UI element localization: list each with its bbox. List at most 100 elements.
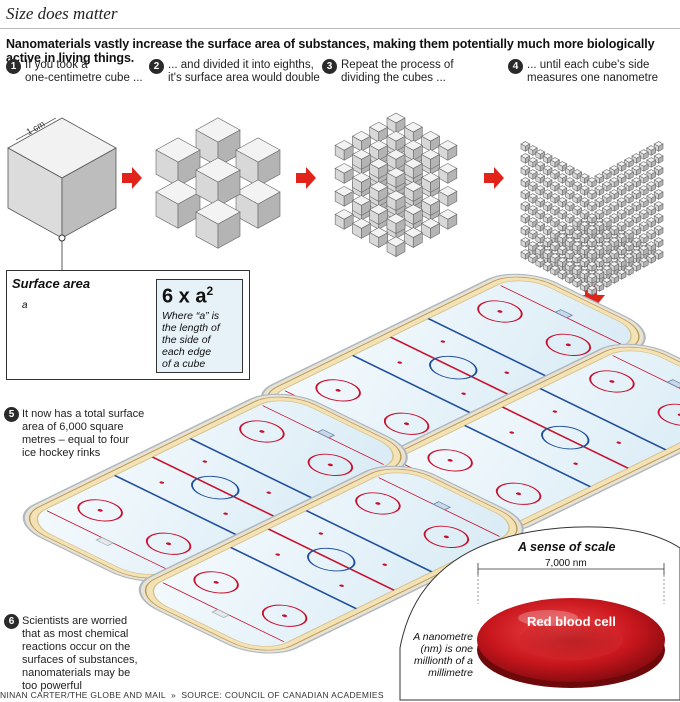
nano-cube — [623, 229, 635, 240]
nano-cube — [542, 153, 553, 164]
nano-cube — [601, 217, 612, 228]
nano-cube — [586, 249, 598, 260]
nano-cube — [638, 245, 649, 256]
nano-cube — [623, 157, 635, 168]
nano-cube — [594, 173, 605, 184]
nm-line-4: millimetre — [428, 667, 473, 679]
nano-cube — [549, 157, 561, 168]
step-4-number: 4 — [508, 59, 523, 74]
nano-cube — [601, 205, 612, 216]
nano-cube — [549, 181, 561, 192]
step-6-line-5: nanomaterials may be — [22, 667, 131, 679]
nano-cube — [549, 205, 561, 216]
nano-cube — [549, 193, 561, 204]
nano-cube — [638, 161, 649, 172]
nano-cube — [638, 197, 649, 208]
nano-cube — [572, 229, 583, 240]
nano-cube — [579, 281, 590, 292]
nano-cube — [653, 201, 664, 212]
nano-cube — [572, 193, 583, 204]
small-cube — [438, 163, 458, 184]
nano-cube — [646, 181, 657, 192]
nano-cube — [572, 205, 583, 216]
nano-cube — [594, 257, 605, 268]
nano-cube — [527, 145, 538, 156]
small-cube — [351, 172, 372, 193]
nano-cube — [616, 221, 627, 232]
nano-cube — [623, 241, 635, 252]
nano-cube — [586, 273, 598, 284]
nano-cube — [549, 169, 561, 180]
arrow-2 — [296, 167, 316, 189]
nano-cube — [549, 241, 561, 252]
nano-cubes — [520, 141, 664, 296]
eighth-cube — [235, 179, 281, 229]
intro-text: Nanomaterials vastly increase the surfac… — [6, 37, 655, 65]
nano-cube — [572, 169, 583, 180]
arrow-3 — [484, 167, 504, 189]
small-cube — [386, 236, 406, 258]
nano-cube — [586, 237, 598, 248]
eighth-cube — [195, 199, 241, 249]
nano-cube — [572, 241, 583, 252]
small-cube — [386, 130, 406, 152]
nano-cube — [535, 149, 546, 160]
step-6-line-2: that as most chemical — [22, 628, 129, 640]
formula-desc-line-3: the side of — [162, 334, 211, 346]
nano-cube — [631, 225, 642, 236]
page-title: Size does matter — [6, 4, 118, 23]
nano-cube — [527, 241, 538, 252]
nano-cube — [520, 189, 531, 200]
step-3-line-2: dividing the cubes ... — [341, 72, 446, 84]
small-cube — [369, 181, 389, 202]
nano-cube — [527, 181, 538, 192]
step-5-line-1: It now has a total surface — [22, 408, 145, 420]
rink-left — [22, 393, 408, 582]
credit: NINAN CARTER/THE GLOBE AND MAIL — [0, 690, 166, 700]
small-cube — [334, 163, 354, 184]
nano-cube — [586, 261, 598, 272]
small-cube — [420, 195, 441, 216]
nano-cube — [564, 201, 575, 212]
nano-cube — [542, 249, 553, 260]
eighth-cube — [155, 179, 201, 229]
small-cube — [334, 140, 354, 161]
nano-cube — [557, 173, 568, 184]
arrow-1 — [122, 167, 142, 189]
step-6-number: 6 — [4, 614, 19, 629]
arrow-down — [577, 283, 605, 312]
step-3-number: 3 — [322, 59, 337, 74]
formula-desc-line-5: of a cube — [162, 358, 206, 370]
step-5-line-4: ice hockey rinks — [22, 447, 101, 459]
nano-cube — [520, 141, 531, 152]
nano-cube — [601, 181, 612, 192]
nano-cube — [616, 257, 627, 268]
eighth-cube — [195, 157, 241, 207]
nano-cube — [579, 257, 590, 268]
nano-cube — [557, 245, 568, 256]
nano-cube — [631, 153, 642, 164]
nano-cube — [653, 177, 664, 188]
nano-cube — [653, 249, 664, 260]
small-cube — [420, 218, 441, 239]
nano-cube — [623, 169, 635, 180]
nano-cube — [653, 237, 664, 248]
scale-measure-label: 7,000 nm — [545, 558, 587, 569]
nano-cube — [557, 209, 568, 220]
nano-cube — [638, 257, 649, 268]
nano-cube — [557, 197, 568, 208]
red-blood-cell-label: Red blood cell — [527, 614, 616, 629]
title-divider — [0, 28, 680, 29]
nano-cube — [586, 177, 598, 188]
subdivided-cubes — [334, 112, 458, 258]
small-cube — [351, 130, 372, 152]
small-cube — [369, 227, 389, 248]
nano-cube — [631, 237, 642, 248]
nano-cube — [653, 153, 664, 164]
nano-cube — [616, 245, 627, 256]
nano-cube — [535, 257, 546, 268]
nano-cube — [572, 181, 583, 192]
step-6-text: Scientists are worried that as most chem… — [22, 615, 138, 693]
step-1-text: If you took a one-centimetre cube ... — [25, 59, 143, 85]
